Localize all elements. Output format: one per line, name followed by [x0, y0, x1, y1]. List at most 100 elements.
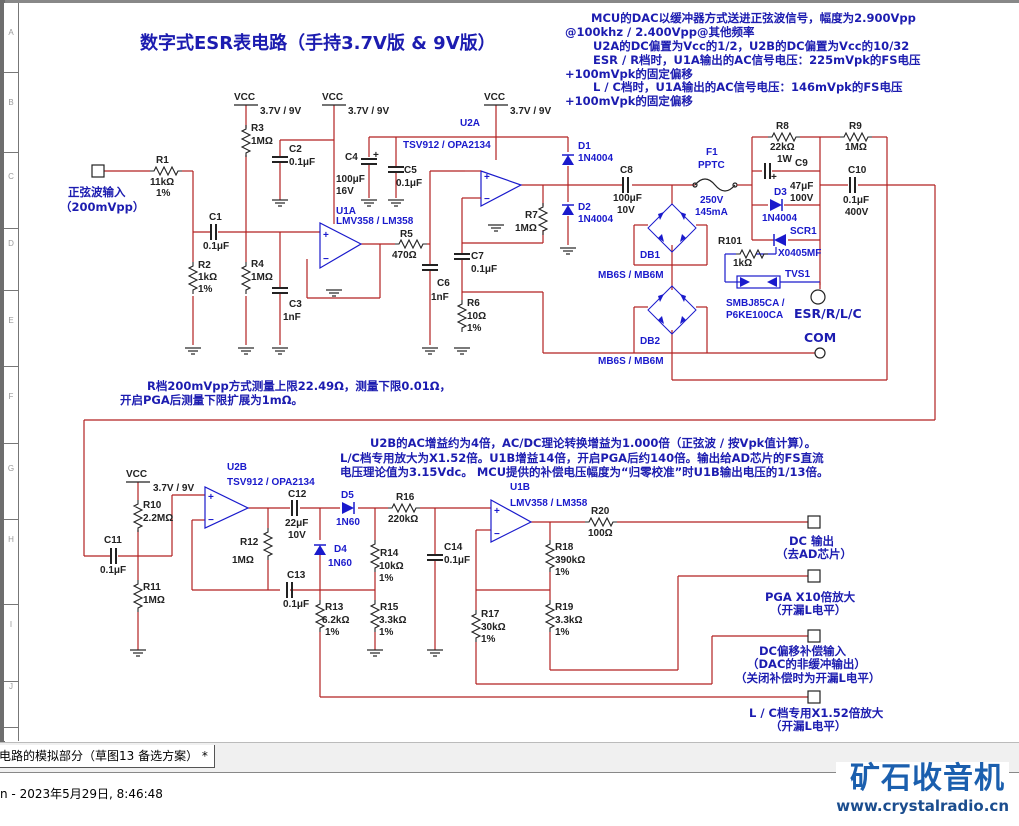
c9-voltage: 100V — [790, 193, 814, 204]
r16-value: 220kΩ — [388, 514, 418, 525]
vcc-label: VCC — [234, 92, 255, 103]
u2b-part: TSV912 / OPA2134 — [227, 477, 315, 488]
watermark-url: www.crystalradio.cn — [836, 797, 1009, 815]
capacitor-c11 — [110, 547, 117, 565]
u1a-ref: U1A — [336, 206, 356, 217]
r5-ref: R5 — [400, 229, 413, 240]
tvs1-part2: P6KE100CA — [726, 310, 783, 321]
dc-offset-port[interactable] — [807, 629, 821, 643]
note-line: ESR / R档时，U1A输出的AC信号电压：225mVpk的FS电压 — [593, 53, 921, 67]
tvs1-part1: SMBJ85CA / — [726, 298, 785, 309]
u2a-ref: U2A — [460, 118, 480, 129]
c13-ref: C13 — [287, 570, 306, 581]
com-terminal[interactable] — [814, 347, 826, 359]
capacitor-c5 — [387, 166, 405, 173]
c8-value: 100μF — [613, 193, 642, 204]
d5-part: 1N60 — [336, 517, 360, 528]
resistor-r4 — [241, 261, 251, 295]
note-line: +100mVpk的固定偏移 — [565, 94, 693, 108]
supply-label: 3.7V / 9V — [510, 106, 551, 117]
scr-scr1 — [774, 234, 786, 246]
capacitor-c10 — [849, 176, 856, 194]
r14-tol: 1% — [379, 573, 394, 584]
u1b-ref: U1B — [510, 482, 530, 493]
dc-output-port[interactable] — [807, 515, 821, 529]
c10-voltage: 400V — [845, 207, 869, 218]
u1a-part: LMV358 / LM358 — [336, 216, 414, 227]
vcc-symbols-upper: VCC 3.7V / 9V VCC 3.7V / 9V VCC 3.7V / 9… — [234, 92, 551, 117]
note-line: U2A的DC偏置为Vcc的1/2，U2B的DC偏置为Vcc的10/32 — [593, 39, 909, 53]
u2b-ref: U2B — [227, 462, 247, 473]
r8-value: 22kΩ — [770, 142, 795, 153]
r14-ref: R14 — [380, 548, 399, 559]
c6-ref: C6 — [437, 278, 450, 289]
db1-part: MB6S / MB6M — [598, 270, 664, 281]
r6-value: 10Ω — [467, 311, 486, 322]
r20-value: 100Ω — [588, 528, 613, 539]
r17-ref: R17 — [481, 609, 500, 620]
bridge-rectifier-db2 — [647, 285, 697, 335]
sheet-tab[interactable]: 电路的模拟部分（草图13 备选方案） * — [0, 745, 215, 768]
resistor-r3 — [241, 124, 251, 158]
schematic-canvas: 数字式ESR表电路（手持3.7V版 & 9V版） MCU的DAC以缓冲器方式送进… — [60, 11, 936, 733]
tvs1-ref: TVS1 — [785, 269, 810, 280]
esr-terminal[interactable] — [810, 289, 826, 305]
r14-value: 10kΩ — [379, 561, 404, 572]
c1-ref: C1 — [209, 212, 222, 223]
r6-ref: R6 — [467, 298, 480, 309]
pga-port[interactable] — [807, 569, 821, 583]
range-note-line: R档200mVpp方式测量上限22.49Ω，测量下限0.01Ω， — [147, 379, 451, 393]
c14-ref: C14 — [444, 542, 463, 553]
f1-rating-current: 145mA — [695, 207, 728, 218]
dc-offset-sublabel2: （关闭补偿时为开漏L电平） — [735, 671, 880, 685]
resistor-r16 — [387, 503, 421, 513]
dc-offset-label: DC偏移补偿输入 — [759, 644, 846, 658]
wires-lower — [84, 482, 808, 698]
r10-ref: R10 — [143, 500, 162, 511]
r20-ref: R20 — [591, 506, 610, 517]
resistor-r2 — [188, 261, 198, 295]
r8-power: 1W — [777, 154, 793, 165]
lc-amp-port[interactable] — [807, 690, 821, 704]
sheet-tab-bar: 电路的模拟部分（草图13 备选方案） * — [0, 742, 1019, 773]
r1-ref: R1 — [156, 155, 169, 166]
d1-part: 1N4004 — [578, 153, 613, 164]
d4-ref: D4 — [334, 544, 347, 555]
c14-value: 0.1μF — [444, 555, 470, 566]
d4-part: 1N60 — [328, 558, 352, 569]
gain-note-line: 电压理论值为3.15Vdc。 MCU提供的补偿电压幅度为“归零校准”时U1B输出… — [340, 465, 828, 479]
c10-value: 0.1μF — [843, 195, 869, 206]
r11-value: 1MΩ — [143, 595, 165, 606]
c2-value: 0.1μF — [289, 157, 315, 168]
c4-voltage: 16V — [336, 186, 354, 197]
r15-ref: R15 — [380, 602, 399, 613]
r18-value: 390kΩ — [555, 555, 585, 566]
svg-text:+: + — [494, 506, 500, 517]
svg-text:−: − — [484, 194, 490, 205]
sine-input-port[interactable] — [91, 164, 105, 178]
scr1-ref: SCR1 — [790, 226, 817, 237]
f1-part: PPTC — [698, 160, 725, 171]
watermark-title: 矿石收音机 — [836, 762, 1009, 796]
c12-voltage: 10V — [288, 530, 306, 541]
row-marker: F — [4, 367, 18, 444]
diode-d1 — [561, 154, 575, 166]
c11-value: 0.1μF — [100, 565, 126, 576]
r1-value: 11kΩ — [150, 177, 174, 188]
pga-label: PGA X10倍放大 — [765, 590, 856, 604]
resistor-r14 — [370, 539, 380, 573]
capacitor-c12 — [291, 499, 298, 517]
r11-ref: R11 — [143, 582, 161, 593]
r7-ref: R7 — [525, 210, 538, 221]
resistor-r20 — [584, 517, 618, 527]
r3-ref: R3 — [251, 123, 264, 134]
d1-ref: D1 — [578, 141, 591, 152]
r7-value: 1MΩ — [515, 223, 537, 234]
svg-text:−: − — [323, 254, 329, 265]
svg-text:+: + — [771, 172, 777, 183]
capacitor-c14 — [426, 554, 444, 561]
diode-d5 — [342, 502, 354, 514]
sheet-border-left — [0, 0, 5, 742]
svg-text:−: − — [208, 515, 214, 526]
row-marker: G — [4, 444, 18, 520]
